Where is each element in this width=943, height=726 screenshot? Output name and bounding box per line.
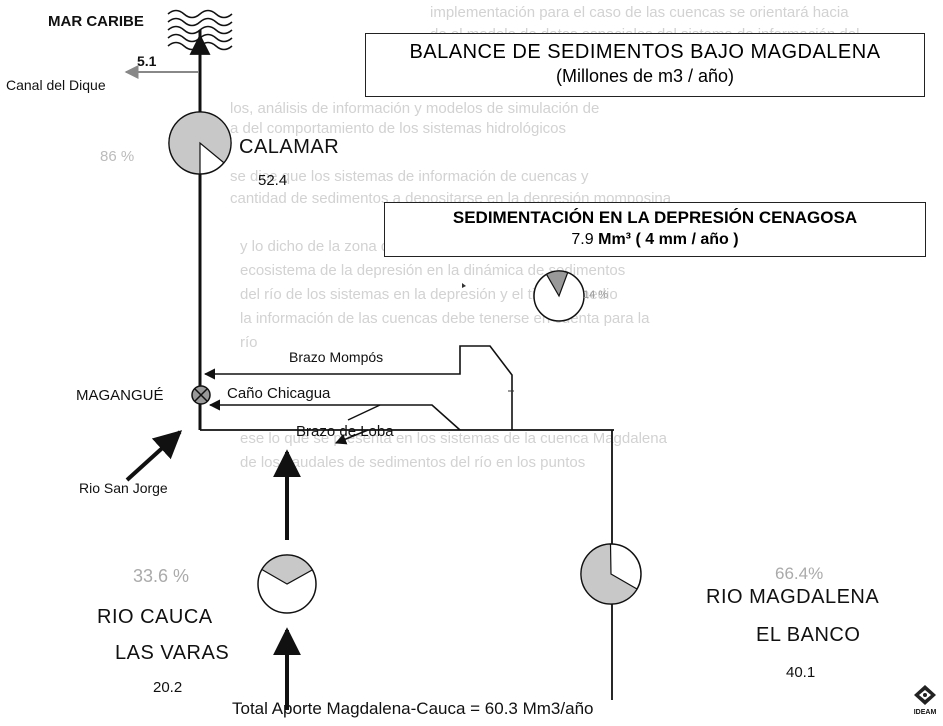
sedimentation-title: SEDIMENTACIÓN EN LA DEPRESIÓN CENAGOSA bbox=[452, 208, 858, 227]
brazo-mompos-label: Brazo Mompós bbox=[289, 349, 384, 365]
ideam-logo-text: IDEAM bbox=[914, 709, 937, 716]
cano-chicagua-path bbox=[208, 399, 461, 431]
background-text-line: a del comportamiento de los sistemas hid… bbox=[230, 120, 566, 137]
cano-chicagua-label: Caño Chicagua bbox=[227, 385, 331, 402]
rio-san-jorge-label: Rio San Jorge bbox=[79, 480, 168, 496]
sedimentation-value: 7.9 bbox=[571, 231, 594, 248]
sedimentation-pie-chart bbox=[533, 270, 585, 322]
brazo-de-loba-label: Brazo de Loba bbox=[296, 423, 394, 440]
sedimentation-unit: Mm³ bbox=[598, 231, 631, 248]
sedimentation-rate: ( 4 mm / año ) bbox=[635, 231, 739, 248]
cauca-pie-chart bbox=[257, 554, 317, 614]
background-text-line: del río de los sistemas en la depresión … bbox=[240, 286, 618, 303]
background-text-line: ecosistema de la depresión en la dinámic… bbox=[240, 262, 626, 279]
sedimentation-percent: 14 % bbox=[583, 289, 609, 301]
magangue-marker-icon bbox=[191, 385, 211, 405]
canal-value: 5.1 bbox=[137, 53, 157, 69]
las-varas-label: LAS VARAS bbox=[115, 642, 230, 664]
pie-slice bbox=[168, 111, 232, 175]
loba-link-line bbox=[347, 404, 381, 421]
title-box: BALANCE DE SEDIMENTOS BAJO MAGDALENA (Mi… bbox=[365, 33, 925, 97]
el-banco-label: EL BANCO bbox=[756, 624, 861, 646]
brazo-de-loba-arrow bbox=[334, 429, 369, 445]
brazo-mompos-path bbox=[203, 345, 513, 430]
pie-slice bbox=[261, 554, 314, 585]
calamar-label: CALAMAR bbox=[239, 136, 340, 158]
sedimentation-value-line: 7.9 Mm³ ( 4 mm / año ) bbox=[385, 231, 925, 249]
cauca-value: 20.2 bbox=[153, 679, 183, 696]
background-text-line: de los caudales de sedimentos del río en… bbox=[240, 454, 586, 471]
mar-caribe-label: MAR CARIBE bbox=[48, 13, 144, 30]
total-contribution-label: Total Aporte Magdalena-Cauca = 60.3 Mm3/… bbox=[232, 699, 594, 718]
rio-magdalena-label: RIO MAGDALENA bbox=[706, 586, 880, 608]
magdalena-pie-chart bbox=[580, 543, 642, 605]
background-text-line: río bbox=[240, 334, 258, 351]
ideam-logo-icon: IDEAM bbox=[914, 685, 937, 716]
background-text-line: se dice que los sistemas de información … bbox=[230, 168, 589, 185]
sedimentation-box: SEDIMENTACIÓN EN LA DEPRESIÓN CENAGOSA 7… bbox=[384, 202, 926, 257]
magdalena-value: 40.1 bbox=[786, 664, 816, 681]
rio-san-jorge-arrow bbox=[125, 430, 183, 482]
pie-slice bbox=[545, 270, 569, 298]
magangue-label: MAGANGUÉ bbox=[76, 387, 164, 404]
magdalena-percent: 66.4% bbox=[775, 564, 824, 583]
pie-slice bbox=[580, 543, 638, 605]
calamar-value: 52.4 bbox=[258, 172, 288, 189]
calamar-pie-chart bbox=[168, 111, 232, 175]
rio-cauca-label: RIO CAUCA bbox=[97, 606, 213, 628]
title-line-1: BALANCE DE SEDIMENTOS BAJO MAGDALENA bbox=[409, 41, 881, 63]
background-text-line: implementación para el caso de las cuenc… bbox=[430, 4, 849, 21]
calamar-percent: 86 % bbox=[100, 148, 135, 165]
background-text-line: los, análisis de información y modelos d… bbox=[230, 100, 600, 117]
cursor-mark bbox=[462, 283, 466, 288]
title-line-2: (Millones de m3 / año) bbox=[555, 66, 735, 86]
canal-del-dique-label: Canal del Dique bbox=[6, 77, 106, 93]
cauca-percent: 33.6 % bbox=[133, 566, 190, 586]
